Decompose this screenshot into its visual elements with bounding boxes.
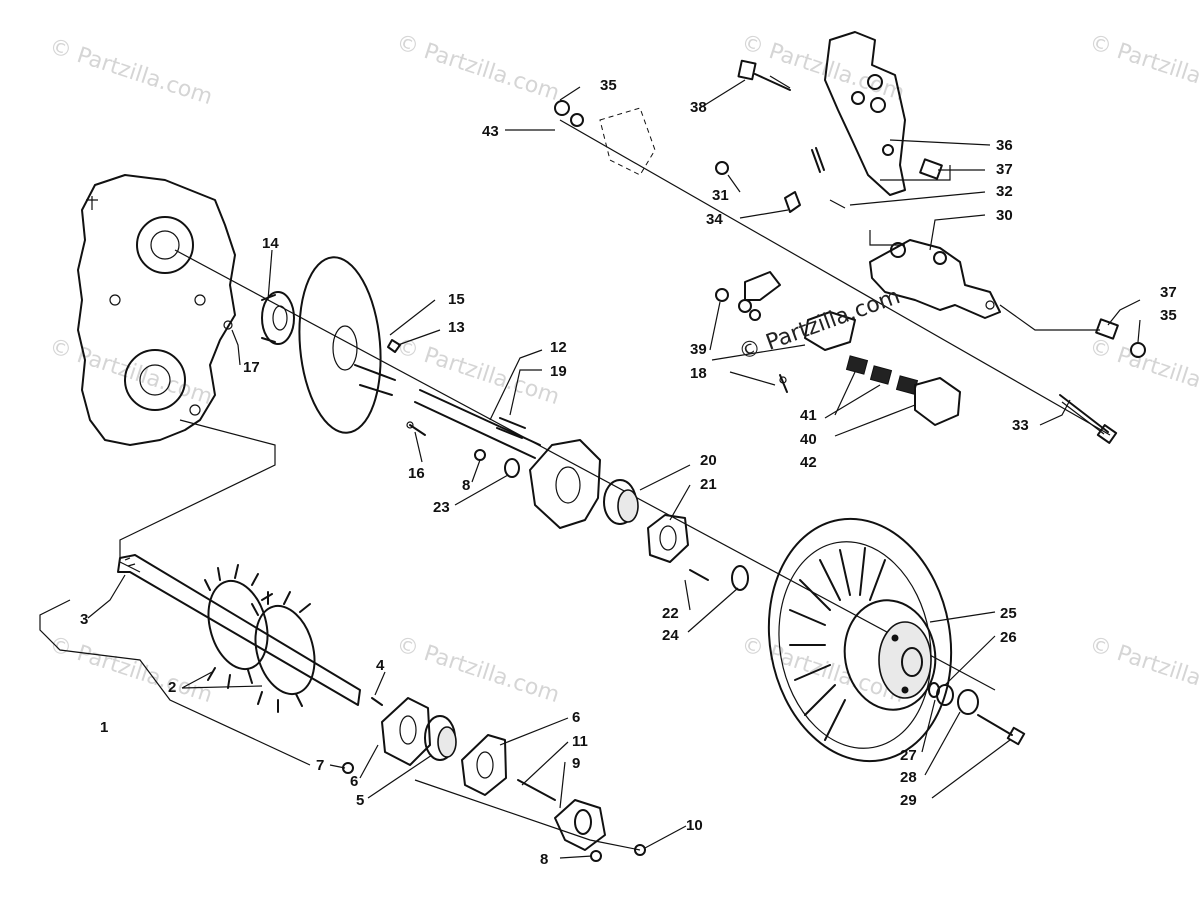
callout-36: 36 [996,137,1013,154]
callout-33: 33 [1012,417,1029,434]
callout-20: 20 [700,452,717,469]
assembly-axis-lines [119,119,1111,851]
callout-39: 39 [690,341,707,358]
callout-30: 30 [996,207,1013,224]
callout-22: 22 [662,605,679,622]
callout-9: 9 [572,755,580,772]
callout-32: 32 [996,183,1013,200]
brake-assembly-30 [869,239,1001,319]
callout-labels: 35 43 38 36 37 32 30 31 34 37 35 33 39 1… [80,77,1177,868]
callout-38: 38 [690,99,707,116]
nut-35-top [554,100,584,127]
callout-5: 5 [356,792,364,809]
bolt-31-clip-34 [715,161,801,213]
callout-19: 19 [550,363,567,380]
gear-case [77,174,236,446]
callout-21: 21 [700,476,717,493]
callout-34: 34 [706,211,723,228]
brake-bracket-36 [824,31,906,196]
callout-13: 13 [448,319,465,336]
callout-24: 24 [662,627,679,644]
callout-4: 4 [376,657,385,674]
callout-43: 43 [482,123,499,140]
callout-28: 28 [900,769,917,786]
seal-4 [371,697,383,706]
lever-39 [715,271,781,321]
watermark: © Partzilla.com [1086,632,1200,708]
callout-25: 25 [1000,605,1017,622]
bolt-7-nut-8-screw-10 [342,762,646,862]
callout-14: 14 [262,235,279,252]
spring-pin-32 [811,147,846,209]
bearing-5 [424,715,457,761]
bolt-38 [737,59,791,91]
driven-pulley-25 [767,517,953,763]
spacer-37-top [919,158,943,180]
brake-disc-15 [298,256,382,434]
brake-pads-40-41-42 [804,311,961,426]
watermark: © Partzilla.com [46,632,215,708]
callout-37: 37 [996,161,1013,178]
brake-cable-mount [599,107,656,176]
watermark: © Partzilla.com [46,34,215,110]
callout-12: 12 [550,339,567,356]
key-13 [387,339,401,353]
callout-31: 31 [712,187,729,204]
callout-27: 27 [900,747,917,764]
callout-37: 37 [1160,284,1177,301]
callout-1: 1 [100,719,108,736]
bearing-housing-20 [529,439,601,529]
callout-3: 3 [80,611,88,628]
callout-35: 35 [600,77,617,94]
bolt-22-washer-24 [689,565,749,591]
watermark: © Partzilla.com [393,30,562,106]
callout-8: 8 [540,851,548,868]
flange-6-right [461,734,507,796]
callout-17: 17 [243,359,260,376]
callout-40: 40 [800,431,817,448]
watermark: © Partzilla.com [393,632,562,708]
flange-21 [647,514,689,563]
callout-35: 35 [1160,307,1177,324]
callout-11: 11 [572,733,588,750]
callout-10: 10 [686,817,703,834]
flange-6-left [381,697,431,766]
nut-8-washer-23 [474,449,520,478]
callout-6: 6 [572,709,580,726]
callout-15: 15 [448,291,465,308]
shaft-12 [354,364,541,459]
pin-18 [779,374,788,393]
callout-16: 16 [408,465,425,482]
callout-18: 18 [690,365,707,382]
callout-26: 26 [1000,629,1017,646]
callout-7: 7 [316,757,324,774]
callout-23: 23 [433,499,450,516]
watermark-main: © Partzilla.com [736,284,904,366]
callout-6: 6 [350,773,358,790]
leader-lines [87,79,1141,859]
assembly-bracket-1 [39,599,311,766]
callout-8: 8 [462,477,470,494]
screw-16 [406,421,426,436]
bearing-cap-9 [554,799,606,851]
drive-shaft-3 [117,554,361,706]
bolt-33 [1059,394,1118,444]
callout-2: 2 [168,679,176,696]
watermark: © Partzilla.com [738,30,907,106]
callout-29: 29 [900,792,917,809]
callout-42: 42 [800,454,817,471]
washers-26-27-28-bolt-29 [928,682,1026,746]
bearing-20 [603,479,639,525]
sprockets-2 [204,564,316,713]
copyright-mark: © Partzilla.com [736,284,904,366]
watermark: © Partzilla.com [393,334,562,410]
watermark: © Partzilla.com [1086,30,1200,106]
callout-41: 41 [800,407,817,424]
